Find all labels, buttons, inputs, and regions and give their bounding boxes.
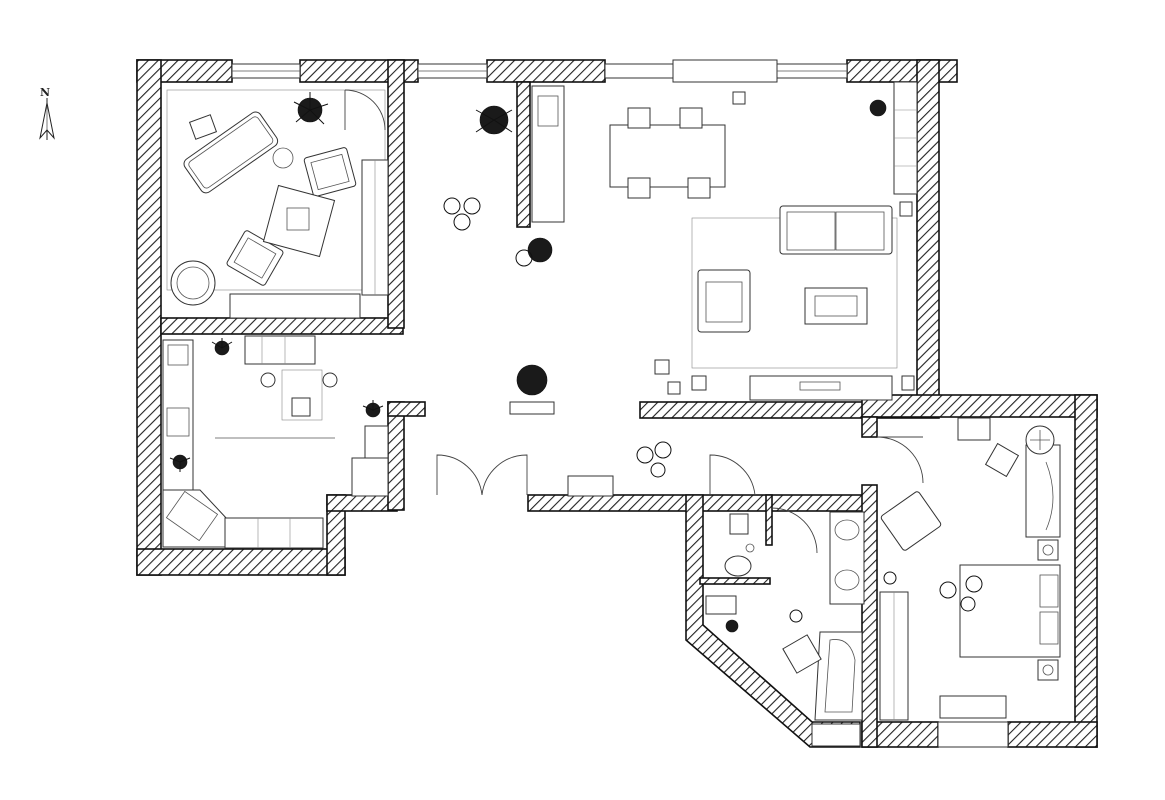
walls bbox=[136, 59, 1098, 748]
plant-icon bbox=[475, 105, 513, 135]
north-arrow-icon bbox=[39, 98, 55, 140]
plant-icon bbox=[509, 364, 555, 415]
hall bbox=[436, 85, 672, 497]
plant-icon bbox=[362, 400, 384, 418]
bedroom bbox=[876, 417, 1061, 721]
windows bbox=[231, 59, 1009, 748]
plant-icon bbox=[515, 237, 553, 267]
bathroom bbox=[705, 454, 865, 721]
compass: N bbox=[39, 86, 55, 140]
plant-icon bbox=[869, 99, 887, 117]
plant-icon bbox=[725, 619, 739, 633]
office bbox=[166, 89, 389, 319]
plant-icon bbox=[939, 575, 983, 612]
plant-icon bbox=[211, 338, 233, 356]
kitchen bbox=[162, 335, 389, 549]
living-room bbox=[609, 81, 918, 401]
plant-icon bbox=[293, 92, 329, 125]
north-label: N bbox=[40, 86, 50, 99]
plant-icon bbox=[169, 454, 191, 472]
plant-icon bbox=[636, 441, 672, 478]
plant-icon bbox=[443, 197, 481, 231]
